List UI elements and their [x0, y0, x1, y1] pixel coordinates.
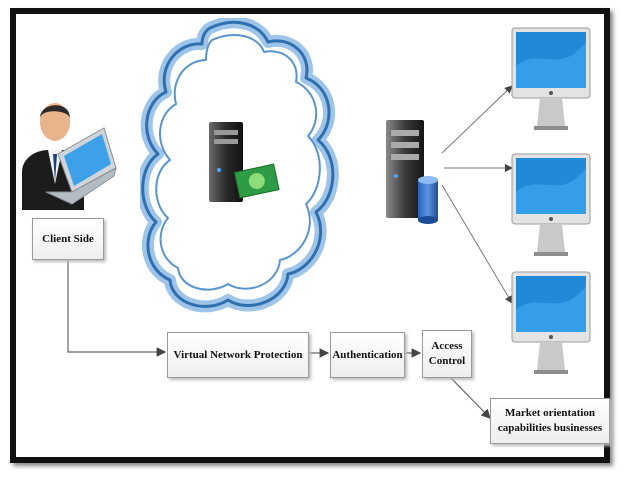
authentication-label: Authentication [332, 348, 403, 361]
virtual-network-protection-label: Virtual Network Protection [173, 348, 303, 361]
access-control-label-line1: Access [431, 340, 463, 352]
market-orientation-box: Market orientation capabilities business… [490, 398, 610, 444]
virtual-network-protection-box: Virtual Network Protection [167, 332, 309, 378]
server-database-icon [386, 120, 438, 224]
access-to-market-arrow [449, 376, 491, 419]
server-to-monitor-3 [441, 184, 513, 304]
server-to-monitor-1 [441, 85, 513, 154]
client-side-box: Client Side [32, 218, 104, 260]
user-laptop-icon [22, 103, 117, 210]
client-to-vnp-line [67, 258, 167, 357]
access-control-box: Access Control [422, 330, 472, 378]
client-side-label: Client Side [42, 232, 94, 245]
desktop-monitor-icon [511, 153, 591, 256]
desktop-monitor-icon [511, 27, 591, 130]
market-orientation-label-line2: capabilities businesses [497, 422, 603, 434]
cloud-icon [140, 18, 339, 313]
desktop-monitor-icon [511, 271, 591, 374]
server-with-money-icon [209, 122, 280, 202]
access-control-label-line2: Control [428, 355, 466, 367]
market-orientation-label-line1: Market orientation [504, 407, 596, 419]
authentication-box: Authentication [330, 332, 405, 378]
